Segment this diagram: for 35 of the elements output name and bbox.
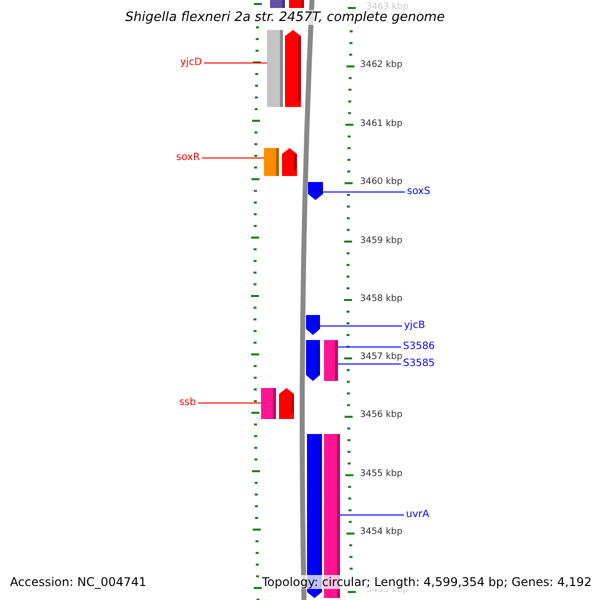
gene-label: uvrA [406, 509, 430, 521]
scale-label: 3462 kbp [360, 60, 402, 71]
gene-bar [261, 388, 276, 419]
gene-bar [267, 30, 283, 107]
gene-label: S3586 [403, 341, 435, 353]
scale-label: 3454 kbp [360, 527, 402, 538]
gene-bar [264, 148, 279, 176]
scale-label: 3455 kbp [360, 469, 402, 480]
scale-label: 3456 kbp [360, 410, 402, 421]
leader-line [340, 514, 404, 516]
gene-pentagon [282, 148, 297, 176]
title: Shigella flexneri 2a str. 2457T, complete genome [125, 10, 445, 25]
scale-label: 3457 kbp [360, 352, 402, 363]
scale-label: 3460 kbp [360, 177, 402, 188]
gene-pentagon [279, 388, 294, 419]
leader-line [198, 402, 262, 404]
gene-pentagon [306, 340, 320, 381]
scale-label: 3459 kbp [360, 236, 402, 247]
footer-text: Accession: NC_004741 [10, 575, 146, 589]
gene-bar [289, 0, 304, 8]
scale-label: 3458 kbp [360, 294, 402, 305]
leader-line [338, 346, 402, 348]
gene-label: soxS [407, 186, 430, 198]
gene-label: ssb [179, 397, 196, 409]
gene-pentagon [308, 182, 323, 200]
gene-bar [270, 0, 285, 8]
scale-label: 3461 kbp [360, 119, 402, 130]
gene-pentagon [285, 30, 301, 107]
leader-line [204, 62, 268, 64]
gene-label: soxR [176, 152, 200, 164]
gene-label: yjcB [404, 320, 426, 332]
gene-pentagon [306, 315, 320, 335]
gene-bar [324, 340, 338, 381]
gene-label: S3585 [403, 358, 435, 370]
gene-label: yjcD [180, 57, 202, 69]
